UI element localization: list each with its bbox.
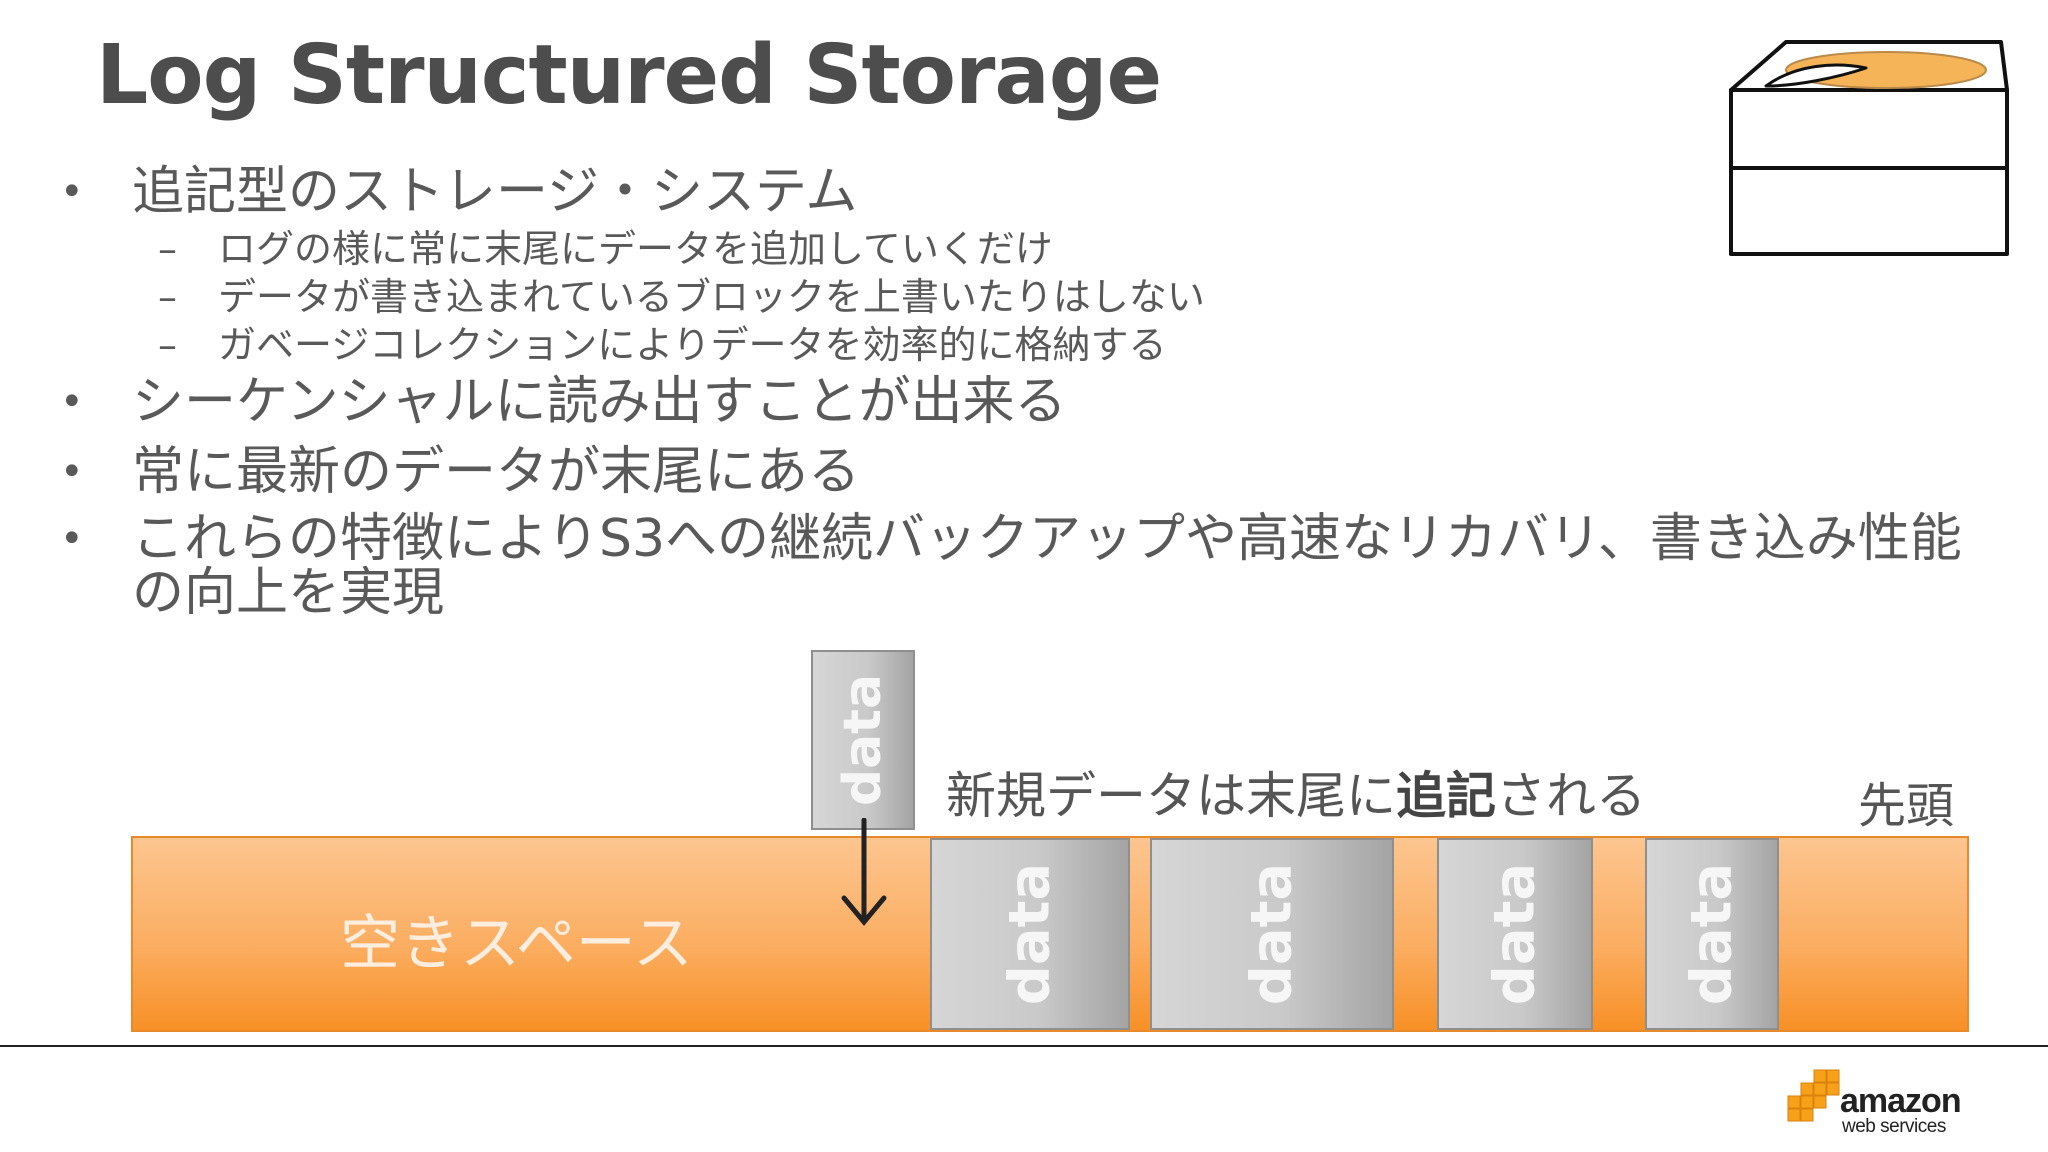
aws-logo: amazon web services <box>1786 1068 1962 1137</box>
slide-title: Log Structured Storage <box>96 28 1162 123</box>
bullet-item: • 常に最新のデータが末尾にある <box>60 442 861 502</box>
divider-line <box>0 1045 2048 1047</box>
head-label: 先頭 <box>1858 778 1955 834</box>
bullet-item: • 追記型のストレージ・システム <box>60 162 858 222</box>
data-block: data <box>1645 838 1779 1030</box>
sub-bullet-item: – ログの様に常に末尾にデータを追加していくだけ <box>158 227 1053 271</box>
data-block: data <box>1437 838 1593 1030</box>
bullet-item: • シーケンシャルに読み出すことが出来る <box>60 372 1067 432</box>
sub-bullet-item: – データが書き込まれているブロックを上書いたりはしない <box>158 275 1205 319</box>
hard-disk-stack-icon <box>1729 40 2009 256</box>
logo-word-amazon: amazon <box>1840 1082 1962 1120</box>
sub-bullet-item: – ガベージコレクションによりデータを効率的に格納する <box>158 323 1167 367</box>
aws-cubes-icon <box>1787 1069 1840 1122</box>
free-space-label: 空きスペース <box>340 909 693 979</box>
logo-word-webservices: web services <box>1842 1116 1946 1137</box>
incoming-data-block: data <box>811 650 915 830</box>
data-block: data <box>930 838 1130 1030</box>
append-note: 新規データは末尾に追記される <box>946 767 1646 825</box>
bullet-item: • これらの特徴によりS3への継続バックアップや高速なリカバリ、書き込み性能の向… <box>60 509 1962 623</box>
down-arrow-icon <box>841 818 887 926</box>
data-block: data <box>1150 838 1394 1030</box>
